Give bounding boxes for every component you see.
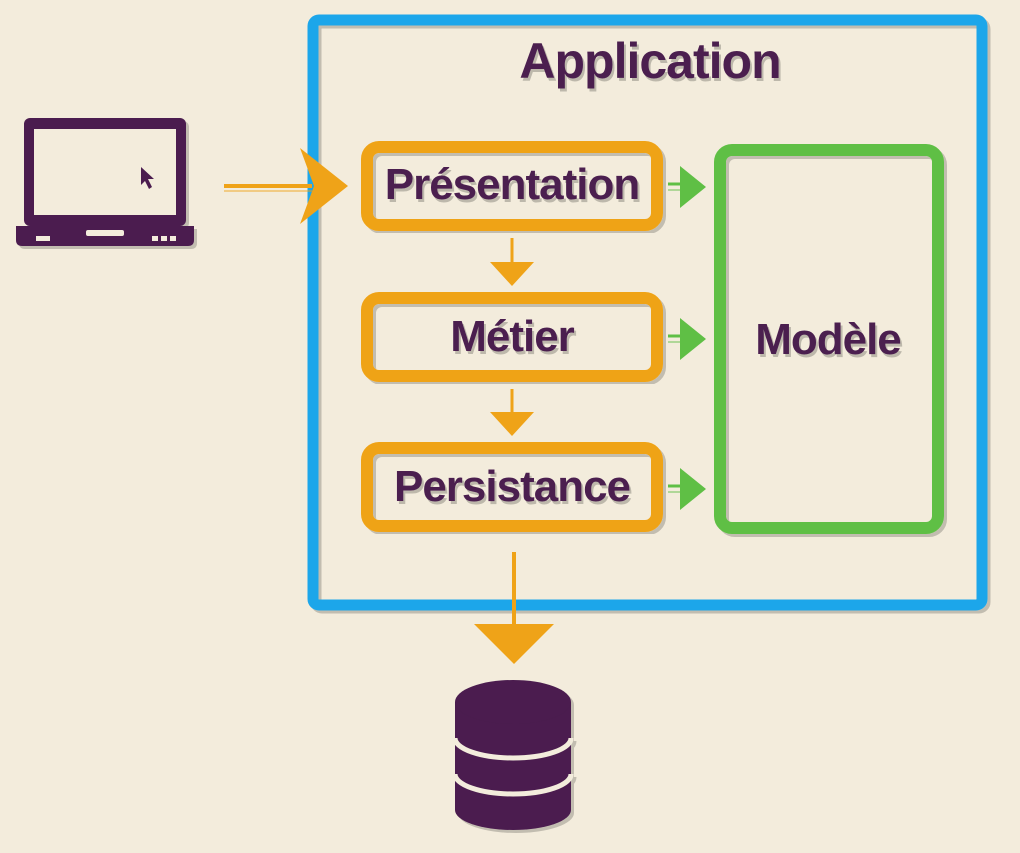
client-to-presentation-arrow (224, 148, 348, 224)
laptop-icon (16, 118, 194, 246)
application-title: Application (519, 33, 781, 89)
presentation-to-metier-arrow (490, 238, 534, 286)
presentation-label: Présentation (384, 160, 641, 209)
metier-label: Métier (450, 312, 575, 361)
metier-to-persistance-arrow (490, 389, 534, 436)
metier-to-model-arrow (668, 318, 706, 360)
persistance-box (361, 442, 663, 532)
presentation-to-model-arrow (668, 166, 706, 208)
model-box (714, 144, 944, 534)
metier-box (361, 292, 663, 382)
persistance-to-model-arrow (668, 468, 706, 510)
database-icon (452, 680, 574, 830)
presentation-box (361, 141, 663, 231)
persistance-label: Persistance (393, 462, 631, 511)
application-box (307, 14, 988, 611)
model-label: Modèle (755, 315, 902, 364)
persistance-to-database-arrow (474, 552, 554, 664)
